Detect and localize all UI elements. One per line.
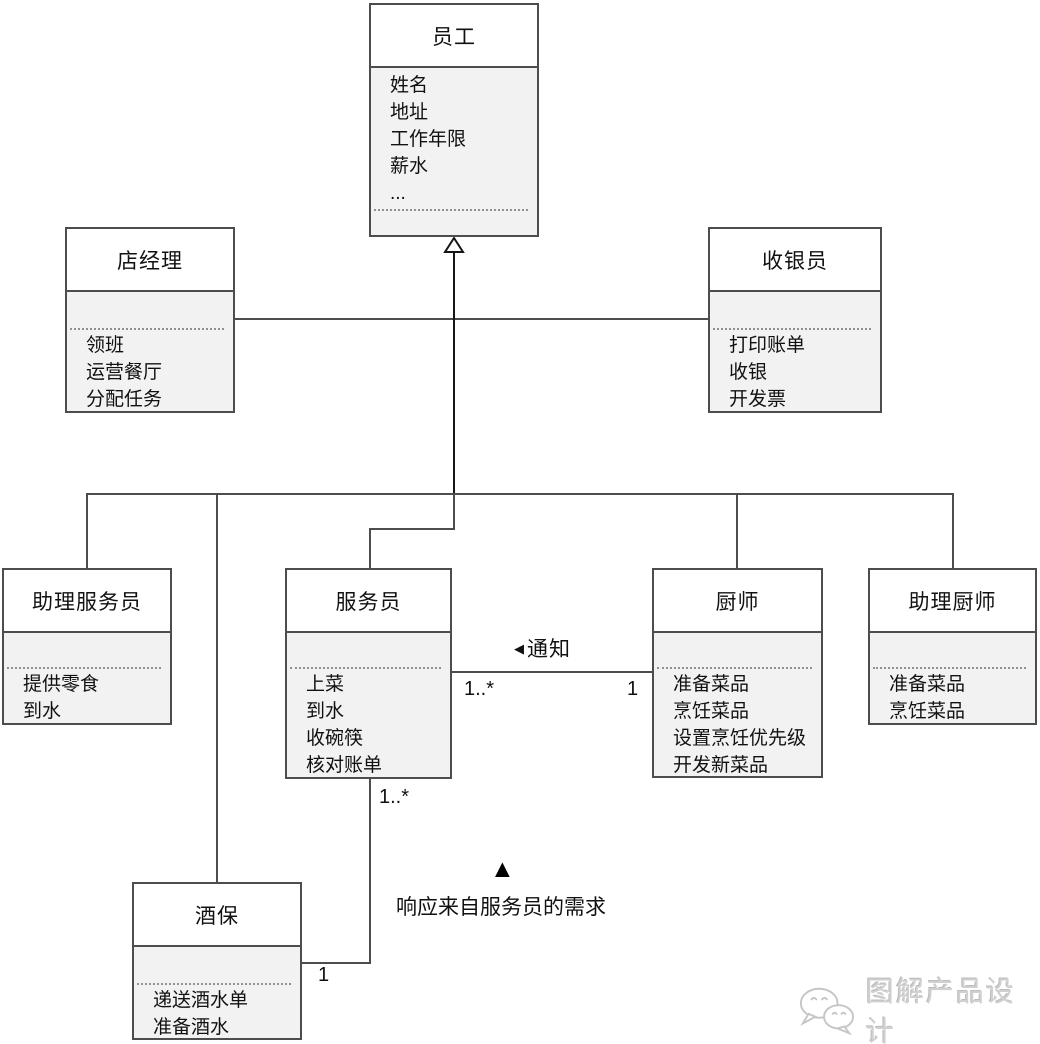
operation: 打印账单 [729, 335, 806, 356]
class-box-waiter: 服务员 上菜 到水 收碗筷 核对账单 [285, 568, 452, 779]
class-operations: 打印账单 收银 开发票 [710, 292, 880, 411]
operation: 设置烹饪优先级 [673, 728, 807, 749]
class-title: 店经理 [67, 229, 233, 292]
operation: 领班 [86, 335, 125, 356]
operation: 递送酒水单 [153, 990, 249, 1011]
assoc-waiter-bartender-vertical [369, 779, 371, 964]
compartment-separator [873, 667, 1026, 669]
operation: 上菜 [306, 674, 345, 695]
operation: 核对账单 [306, 755, 383, 776]
gen-drop-waiter-upper [453, 493, 455, 530]
class-box-assistant-chef: 助理厨师 准备菜品 烹饪菜品 [868, 568, 1037, 725]
class-title: 厨师 [654, 570, 821, 633]
class-box-employee: 员工 姓名 地址 工作年限 薪水 ... [369, 3, 539, 237]
operation: 提供零食 [23, 674, 100, 695]
class-operations: 上菜 到水 收碗筷 核对账单 [287, 633, 450, 777]
compartment-separator [137, 983, 291, 985]
operation: 收碗筷 [306, 728, 364, 749]
gen-drop-chef [736, 493, 738, 570]
class-title: 服务员 [287, 570, 450, 633]
compartment-separator [713, 328, 871, 330]
up-arrow-marker-icon: ▲ [490, 855, 515, 883]
attribute: 地址 [390, 102, 429, 123]
generalization-trunk-line [453, 251, 455, 494]
assoc-notify-label: ◀ 通知 [514, 633, 571, 663]
class-operations: 领班 运营餐厅 分配任务 [67, 292, 233, 411]
notify-chef-multiplicity: 1 [627, 678, 639, 700]
assoc-manager-cashier-line [235, 318, 708, 320]
class-title: 员工 [371, 5, 537, 68]
class-operations: 提供零食 到水 [4, 633, 170, 723]
operation: 烹饪菜品 [673, 701, 750, 722]
left-arrow-marker-icon: ◀ [514, 640, 524, 656]
class-operations: 递送酒水单 准备酒水 [134, 947, 300, 1038]
attribute: 姓名 [390, 75, 429, 96]
operation: 到水 [23, 701, 62, 722]
compartment-separator [7, 667, 161, 669]
operation: 烹饪菜品 [889, 701, 966, 722]
class-title: 助理服务员 [4, 570, 170, 633]
class-operations: 准备菜品 烹饪菜品 设置烹饪优先级 开发新菜品 [654, 633, 821, 776]
operation: 开发票 [729, 389, 787, 410]
generalization-bus-line [86, 493, 954, 495]
class-operations: 准备菜品 烹饪菜品 [870, 633, 1035, 723]
class-attributes: 姓名 地址 工作年限 薪水 ... [371, 68, 537, 235]
watermark: 图解产品设计 [796, 970, 1040, 1044]
gen-drop-assistant-chef [952, 493, 954, 570]
gen-jog-waiter-horizontal [369, 528, 455, 530]
operation: 准备酒水 [153, 1017, 230, 1038]
operation: 运营餐厅 [86, 362, 163, 383]
attribute: 薪水 [390, 156, 429, 177]
gen-jog-waiter-vertical [369, 528, 371, 570]
wechat-bubbles-icon [799, 987, 855, 1036]
compartment-separator [290, 667, 441, 669]
assoc-notify-label-text: 通知 [527, 638, 571, 661]
assoc-notify-line [452, 671, 652, 673]
gen-drop-assistant-waiter [86, 493, 88, 570]
operation: 到水 [306, 701, 345, 722]
operation: 收银 [729, 362, 768, 383]
compartment-separator [70, 328, 224, 330]
generalization-arrowhead-icon [443, 237, 465, 253]
class-title: 收银员 [710, 229, 880, 292]
class-box-chef: 厨师 准备菜品 烹饪菜品 设置烹饪优先级 开发新菜品 [652, 568, 823, 778]
respond-waiter-multiplicity: 1..* [379, 786, 410, 808]
attribute: ... [390, 183, 406, 204]
assoc-waiter-bartender-horizontal [302, 962, 371, 964]
class-title: 酒保 [134, 884, 300, 947]
operation: 准备菜品 [673, 674, 750, 695]
class-box-assistant-waiter: 助理服务员 提供零食 到水 [2, 568, 172, 725]
respond-bartender-multiplicity: 1 [318, 964, 330, 986]
attribute: 工作年限 [390, 129, 467, 150]
class-box-bartender: 酒保 递送酒水单 准备酒水 [132, 882, 302, 1040]
gen-drop-bartender [216, 493, 218, 884]
operation: 分配任务 [86, 389, 163, 410]
class-box-manager: 店经理 领班 运营餐厅 分配任务 [65, 227, 235, 413]
compartment-separator [657, 667, 812, 669]
operation: 准备菜品 [889, 674, 966, 695]
class-title: 助理厨师 [870, 570, 1035, 633]
watermark-text: 图解产品设计 [865, 976, 1016, 1044]
notify-waiter-multiplicity: 1..* [464, 678, 495, 700]
operation: 开发新菜品 [673, 755, 769, 776]
assoc-respond-label-text: 响应来自服务员的需求 [396, 896, 606, 919]
class-box-cashier: 收银员 打印账单 收银 开发票 [708, 227, 882, 413]
compartment-separator [374, 209, 528, 211]
